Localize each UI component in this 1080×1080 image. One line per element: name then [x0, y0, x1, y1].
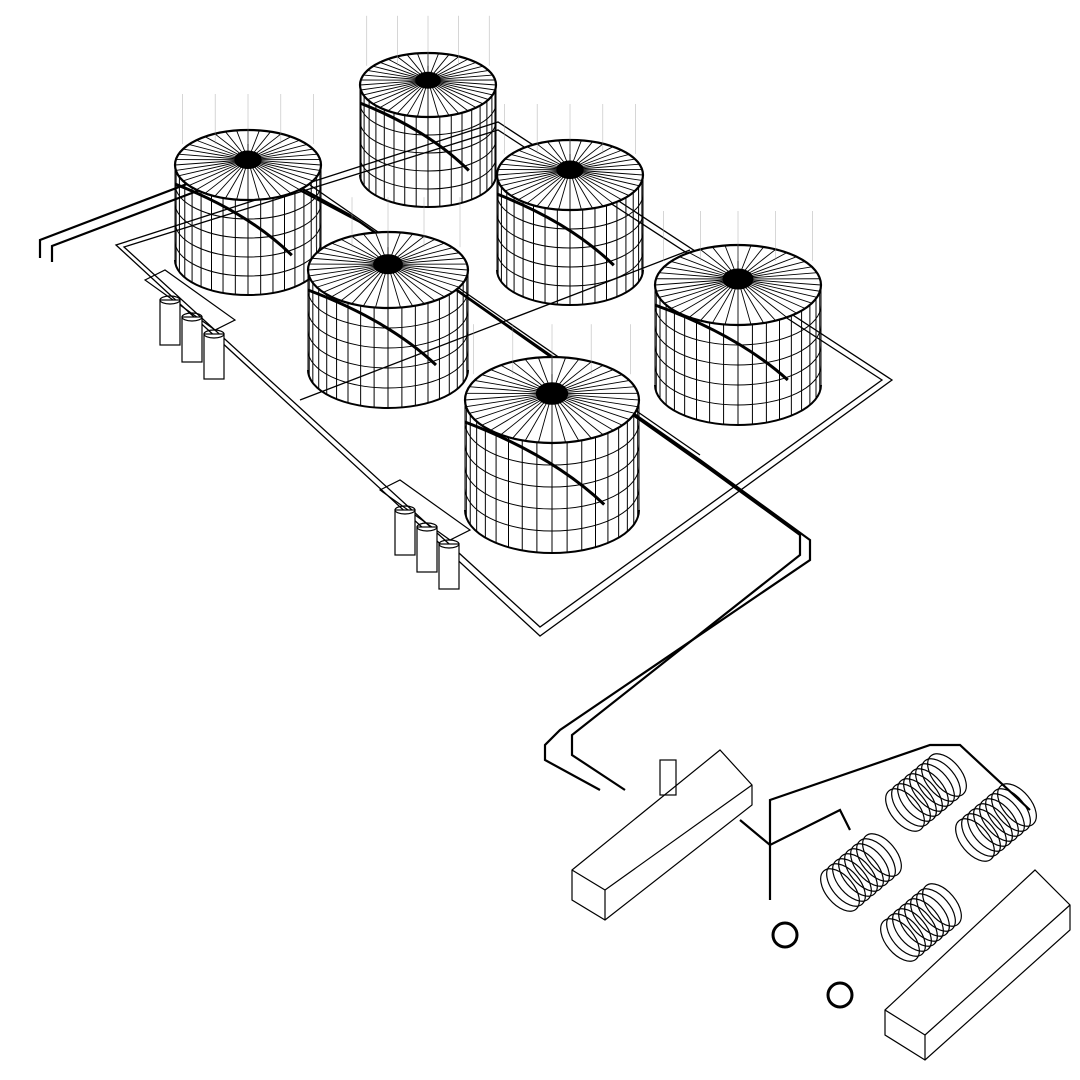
compressor-unit	[885, 753, 967, 832]
vertical-vessel	[659, 759, 677, 796]
compressor-unit	[820, 833, 902, 912]
warehouse-building	[884, 869, 1071, 1061]
pump-stations	[143, 269, 472, 590]
compressor-unit	[955, 783, 1037, 862]
storage-tank	[463, 324, 641, 554]
storage-tank	[495, 104, 645, 306]
flywheel	[826, 981, 854, 1009]
storage-tank	[306, 197, 470, 409]
processing-equipment	[571, 749, 1071, 1061]
storage-tank	[358, 15, 498, 208]
flywheel	[771, 921, 799, 949]
control-building	[571, 749, 753, 921]
foundation-pad	[114, 121, 894, 637]
compressor-unit	[880, 883, 962, 962]
pump-station	[143, 269, 237, 380]
storage-tank	[173, 94, 323, 296]
storage-tank	[653, 211, 823, 426]
storage-tanks	[173, 15, 823, 554]
pump-station	[378, 479, 472, 590]
